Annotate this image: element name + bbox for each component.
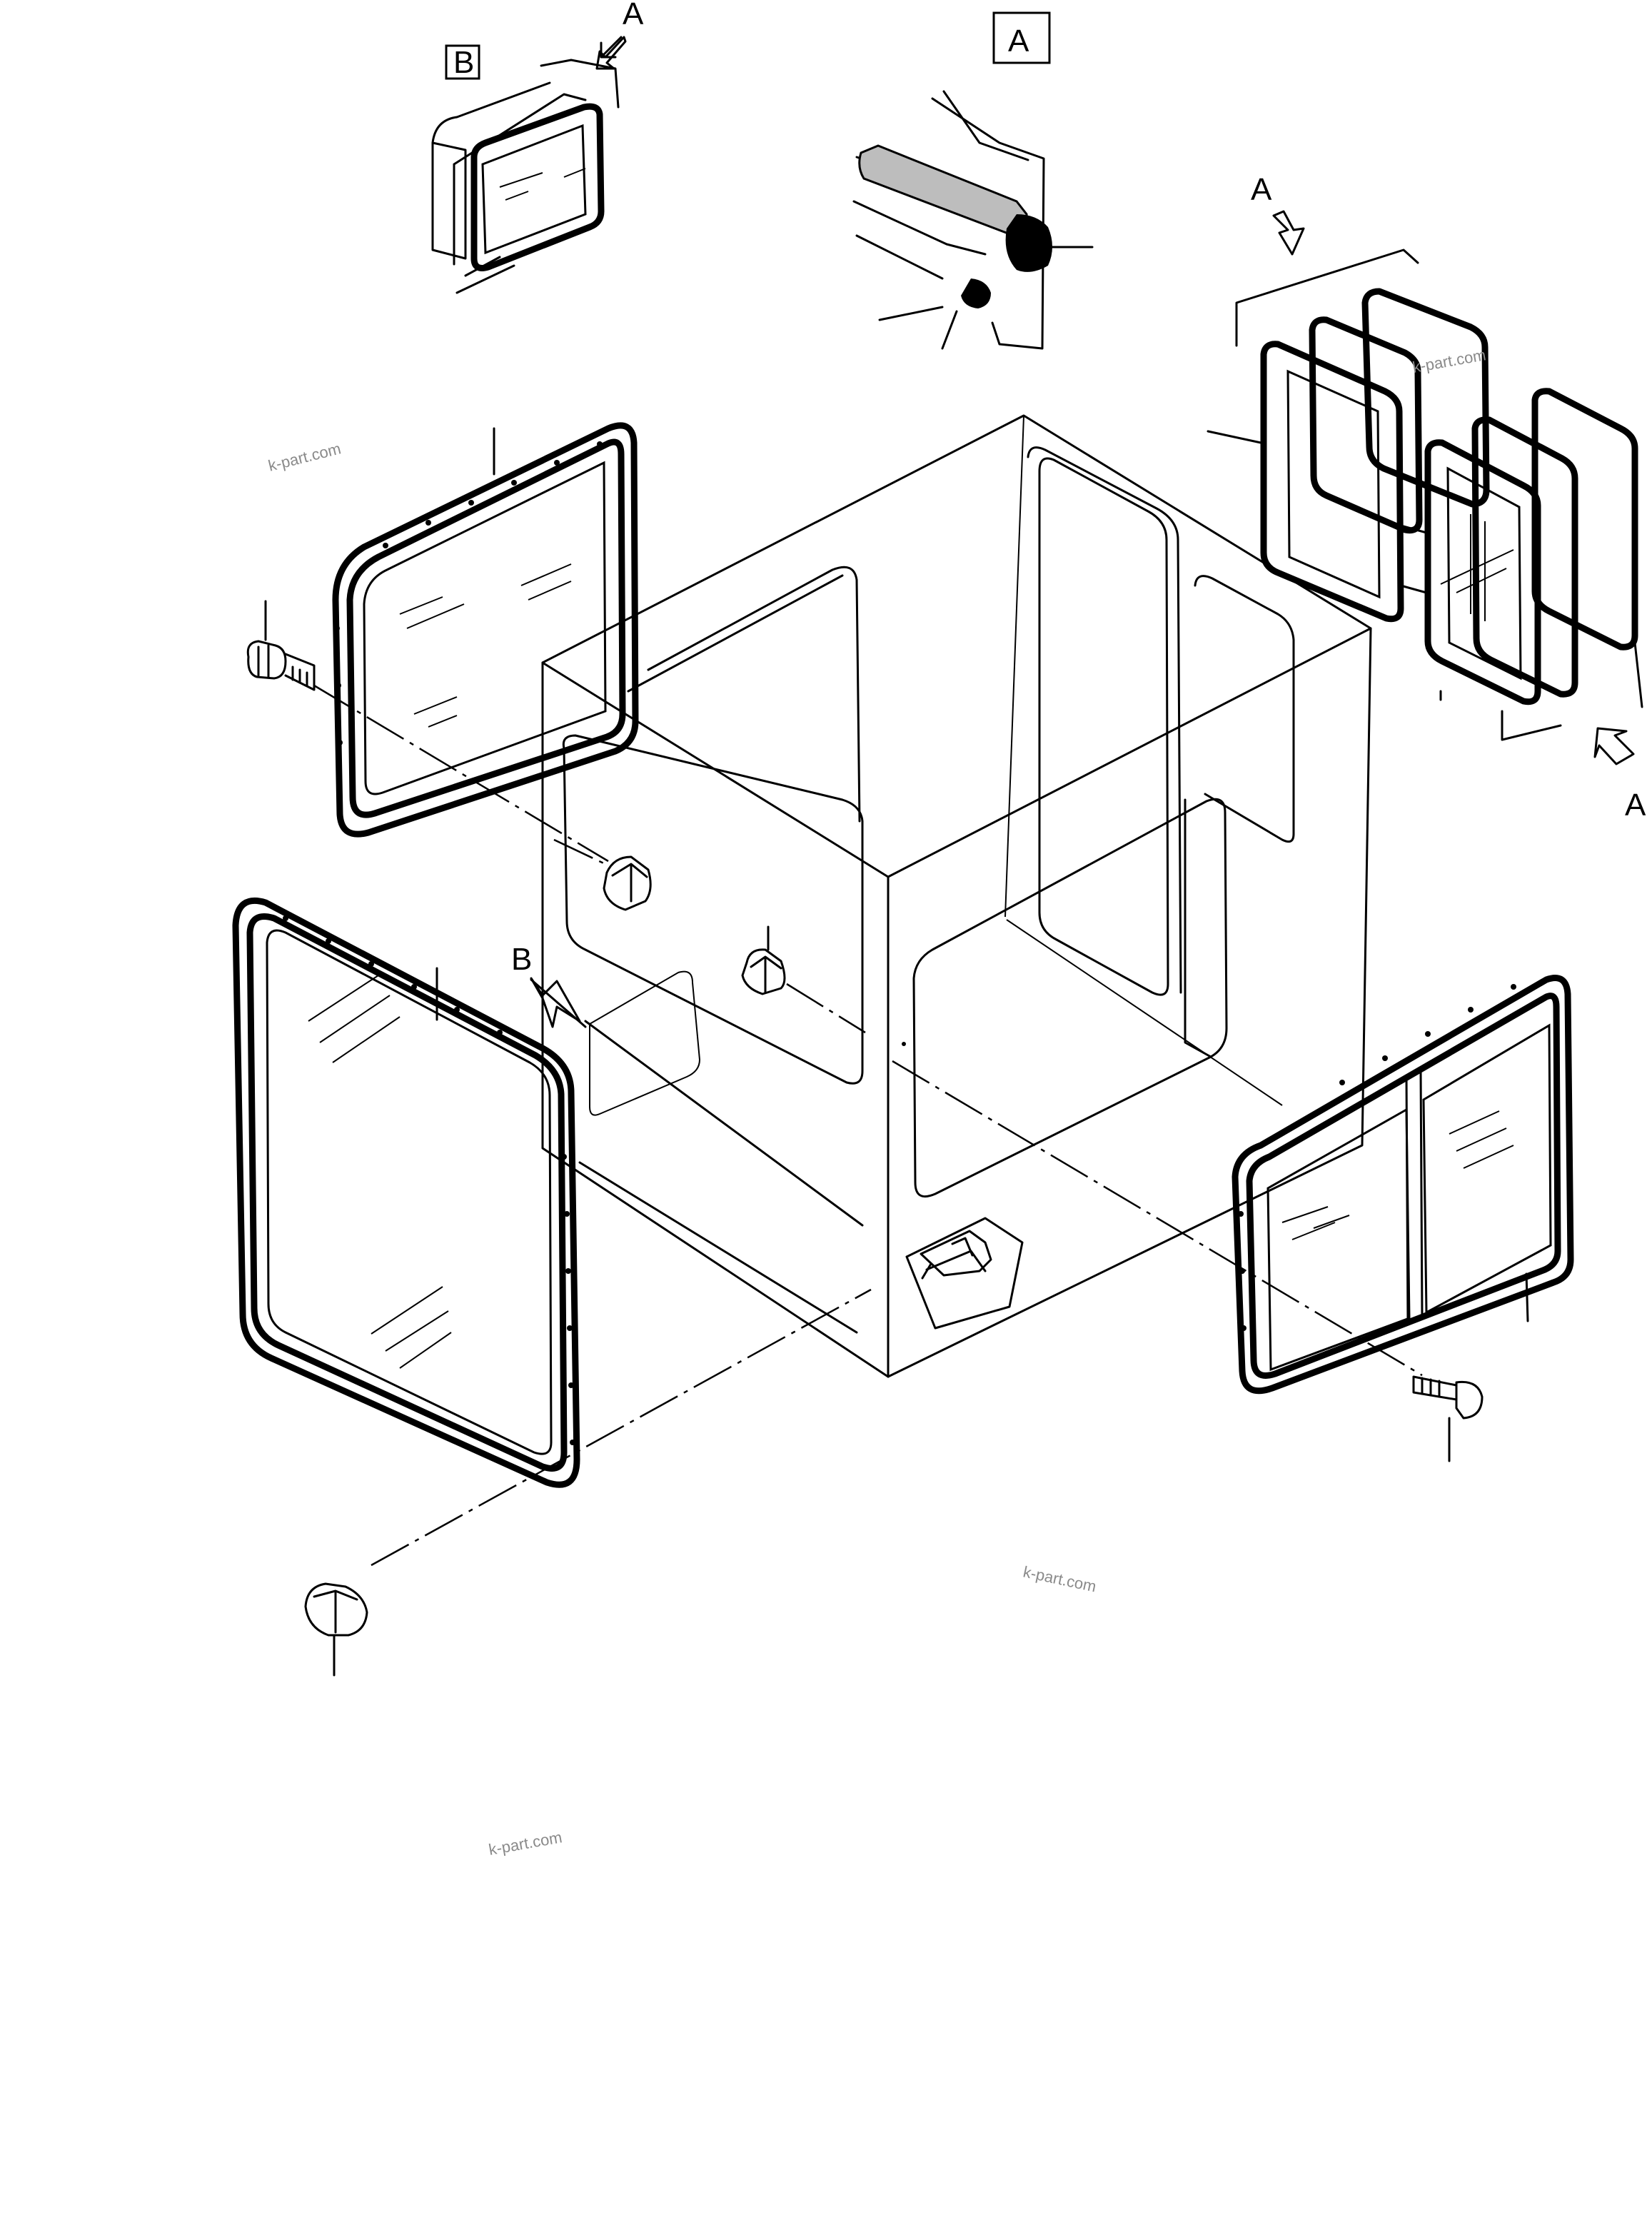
watermark-text: k-part.com: [488, 1828, 564, 1859]
watermark-text: k-part.com: [266, 439, 343, 474]
right-lower-bolt: [1412, 1375, 1484, 1462]
watermark-text: k-part.com: [1022, 1562, 1098, 1595]
detail-b-arrow-label: A: [623, 0, 644, 31]
left-side-nut: [603, 855, 652, 911]
detail-a-label: A: [1008, 24, 1029, 59]
right-sliding-window-assembly: [1232, 975, 1574, 1395]
windshield-rivets: [283, 915, 575, 1445]
front-lower-bolt: [304, 1582, 368, 1677]
left-rear-window-assembly: [332, 422, 639, 838]
sliding-window-rivets: [1238, 984, 1516, 1331]
arrow-b-icon: [530, 977, 587, 1028]
bolt-axis-line-right: [892, 1060, 1423, 1377]
right-side-glass-panel-set: A A: [1207, 172, 1646, 823]
detail-b-label: B: [453, 45, 474, 80]
center-axis-line: [786, 983, 866, 1034]
left-upper-bolt: [246, 600, 316, 691]
detail-a-seal-section: A: [852, 11, 1094, 350]
cab-mount-bolt: [920, 1230, 992, 1280]
arrow-a-bottom-label: A: [1625, 788, 1646, 823]
front-windshield-assembly: [232, 897, 580, 1488]
bolt-axis-line-front: [371, 1288, 872, 1567]
center-nut: [741, 925, 786, 995]
nut-axis-line-left: [553, 838, 609, 867]
detail-b-arrow-icon: [595, 36, 627, 70]
arrow-a-top-label: A: [1251, 172, 1272, 207]
arrow-a-bottom-icon: [1593, 727, 1635, 765]
detail-b-seal-inset: B A: [431, 0, 644, 294]
bolt-axis-line-left-upper: [313, 684, 609, 863]
arrow-a-top-icon: [1272, 210, 1305, 256]
window-edge-rivets: [334, 441, 603, 745]
cab-body: [541, 414, 1372, 1378]
watermark-text: k-part.com: [1411, 346, 1488, 376]
arrow-b-label: B: [511, 942, 532, 977]
